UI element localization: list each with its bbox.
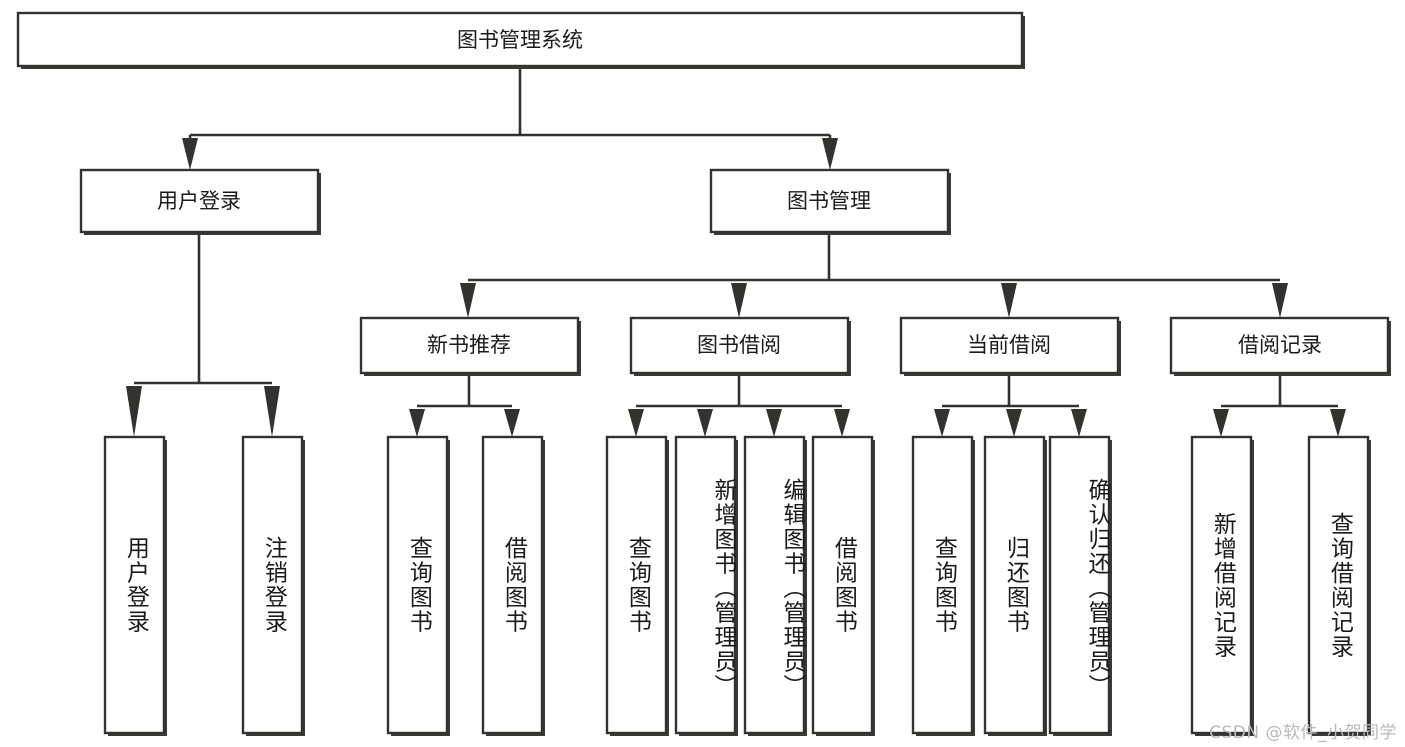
- arrow-to-leaf-query-book-rec: [409, 409, 425, 437]
- node-leaf-logout[interactable]: [241, 435, 305, 736]
- node-leaf-query-record[interactable]: [1307, 435, 1371, 736]
- arrow-to-leaf-confirm-return: [1071, 409, 1087, 437]
- arrow-to-leaf-query-book-borrow: [628, 409, 644, 437]
- node-leaf-confirm-return[interactable]: [1048, 435, 1112, 736]
- arrow-to-leaf-add-book: [697, 409, 713, 437]
- arrow-to-leaf-borrow-book-rec: [504, 409, 520, 437]
- node-root[interactable]: 图书管理系统: [16, 11, 1025, 69]
- arrow-to-book-borrow: [731, 283, 747, 318]
- node-book-borrow[interactable]: 图书借阅: [629, 316, 851, 376]
- node-leaf-user-login[interactable]: [103, 435, 167, 736]
- node-leaf-edit-book[interactable]: [743, 435, 807, 736]
- node-leaf-add-record[interactable]: [1190, 435, 1254, 736]
- arrow-to-leaf-user-login: [126, 386, 142, 437]
- arrow-to-leaf-return-book: [1006, 409, 1022, 437]
- arrow-to-new-book-recommend: [460, 283, 476, 318]
- arrow-to-leaf-query-record: [1330, 409, 1346, 437]
- arrow-to-book-management: [822, 138, 838, 170]
- node-leaf-borrow-book[interactable]: [811, 435, 875, 736]
- node-leaf-query-book-borrow[interactable]: [605, 435, 669, 736]
- arrow-to-leaf-logout: [264, 386, 280, 437]
- arrow-to-leaf-query-book-current: [934, 409, 950, 437]
- node-user-login[interactable]: 用户登录: [79, 168, 321, 235]
- node-borrow-records[interactable]: 借阅记录: [1169, 316, 1391, 376]
- node-leaf-query-book-current[interactable]: [911, 435, 975, 736]
- node-leaf-return-book[interactable]: [983, 435, 1047, 736]
- arrow-to-leaf-edit-book: [766, 409, 782, 437]
- node-new-book-recommend[interactable]: 新书推荐: [359, 316, 581, 376]
- edge-group: [126, 66, 1346, 437]
- node-root-label: 图书管理系统: [457, 28, 583, 52]
- node-group: 图书管理系统 用户登录 图书管理 新书推荐: [16, 11, 1391, 736]
- watermark-text: CSDN @软件_小贺同学: [1209, 723, 1397, 743]
- node-book-management-label: 图书管理: [787, 189, 871, 213]
- node-current-borrow[interactable]: 当前借阅: [899, 316, 1121, 376]
- node-leaf-query-book-rec[interactable]: [386, 435, 450, 736]
- node-new-book-recommend-label: 新书推荐: [427, 333, 511, 357]
- arrow-to-borrow-records: [1272, 283, 1288, 318]
- node-user-login-label: 用户登录: [157, 189, 241, 213]
- node-leaf-borrow-book-rec[interactable]: [481, 435, 545, 736]
- arrow-to-current-borrow: [1001, 283, 1017, 318]
- node-book-borrow-label: 图书借阅: [697, 333, 781, 357]
- node-borrow-records-label: 借阅记录: [1238, 333, 1322, 357]
- node-current-borrow-label: 当前借阅: [967, 333, 1051, 357]
- arrow-to-leaf-add-record: [1213, 409, 1229, 437]
- arrow-to-user-login: [182, 138, 198, 170]
- arrow-to-leaf-borrow-book: [834, 409, 850, 437]
- node-book-management[interactable]: 图书管理: [709, 168, 951, 235]
- node-leaf-add-book[interactable]: [674, 435, 738, 736]
